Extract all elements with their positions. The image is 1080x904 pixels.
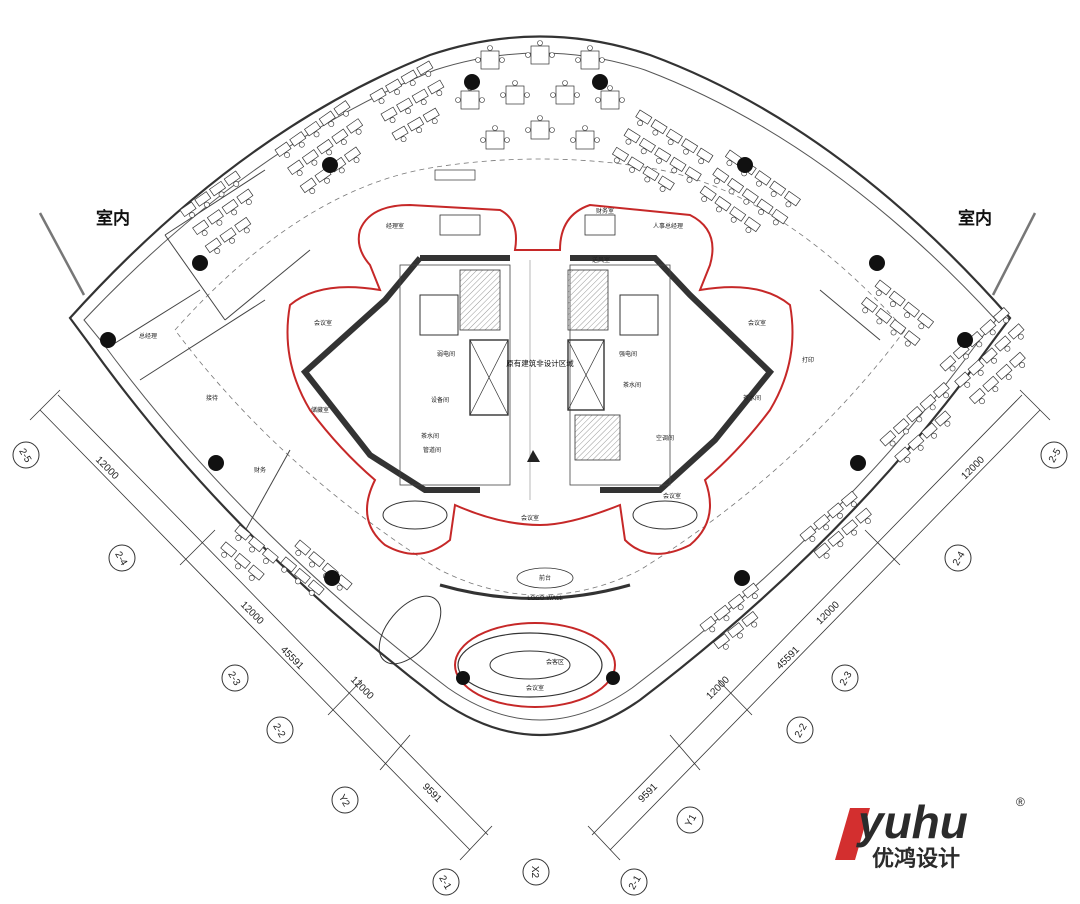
axis-label: Y2	[336, 793, 352, 809]
core-note: 原有建筑非设计区域	[506, 358, 574, 368]
axis-marker	[1040, 441, 1068, 469]
column	[100, 332, 116, 348]
room-label: 财务室	[596, 207, 614, 215]
partitions	[111, 169, 881, 541]
axis-marker	[676, 806, 704, 834]
brand-logo: yuhu ® 优鸿设计	[835, 795, 1025, 872]
room-label: 人事总经理	[653, 222, 683, 230]
room-label: 设备间	[431, 396, 449, 404]
axis-marker	[786, 716, 814, 744]
axis-marker	[221, 664, 249, 692]
dimension-chain-left	[29, 389, 493, 861]
axis-marker	[432, 868, 460, 896]
workstations-right	[609, 109, 1030, 654]
column	[737, 157, 753, 173]
column	[869, 255, 885, 271]
brand-wordmark: yuhu	[856, 796, 968, 848]
room-label: 会议室	[663, 492, 681, 500]
top-pod-cluster	[434, 40, 625, 181]
room-label: 会议室	[748, 319, 766, 327]
core-zone	[286, 203, 794, 555]
dimension-label: 9591	[636, 781, 660, 805]
room-label: 会议室	[526, 684, 544, 692]
dimension-label: 9591	[420, 781, 444, 805]
room-label: 总经理	[139, 332, 157, 340]
logo-wall-label: LOGO WALL	[527, 595, 563, 602]
room-label: 会客区	[546, 658, 564, 666]
axis-marker	[266, 716, 294, 744]
column	[192, 255, 208, 271]
room-label: 会议室	[314, 319, 332, 327]
indoor-label-left: 室内	[96, 208, 130, 229]
meeting-tables	[378, 214, 698, 708]
column	[850, 455, 866, 471]
axis-marker	[831, 664, 859, 692]
column	[957, 332, 973, 348]
room-label: 送风室	[592, 256, 610, 264]
column	[322, 157, 338, 173]
column	[456, 671, 470, 685]
building-shell	[68, 35, 1012, 737]
column	[734, 570, 750, 586]
room-label: 财务	[254, 466, 266, 474]
brand-accent-slash	[835, 808, 870, 860]
axis-label: Y1	[683, 812, 699, 828]
room-label: 茶水间	[421, 432, 439, 440]
column	[464, 74, 480, 90]
brand-registered: ®	[1016, 795, 1025, 809]
dimension-label: 12000	[348, 675, 376, 703]
room-label: 经理室	[386, 222, 404, 230]
room-labels: 经理室财务室人事总经理会议室会议室储藏室弱电间设备间茶水间管道间强电间送风室茶水…	[139, 207, 814, 692]
column	[208, 455, 224, 471]
axis-marker	[12, 441, 40, 469]
room-label: 打印	[802, 356, 814, 364]
room-label: 空调间	[656, 434, 674, 442]
dimension-chain-right	[587, 389, 1051, 861]
columns	[100, 74, 973, 685]
axis-label-bottom: X2	[529, 866, 540, 879]
room-label: 茶水间	[623, 381, 641, 389]
column	[324, 570, 340, 586]
axis-marker	[108, 544, 136, 572]
axis-marker	[620, 868, 648, 896]
column	[592, 74, 608, 90]
axis-marker	[944, 544, 972, 572]
room-label: 会议室	[521, 514, 539, 522]
room-label: 储藏室	[311, 406, 329, 414]
brand-subtitle: 优鸿设计	[872, 846, 960, 872]
room-label: 茶水间	[743, 394, 761, 402]
column	[606, 671, 620, 685]
axis-marker	[331, 786, 359, 814]
room-label: 接待	[206, 394, 218, 402]
axis-marker-bottom: X2	[522, 858, 550, 886]
room-label: 管道间	[423, 446, 441, 454]
front-desk-label: 前台	[539, 574, 551, 582]
room-label: 弱电间	[437, 350, 455, 358]
dimension-label: 12000	[705, 674, 733, 702]
logo-wall: LOGO WALL 前台	[439, 567, 631, 602]
room-label: 强电间	[619, 350, 637, 358]
indoor-label-right: 室内	[958, 208, 992, 229]
